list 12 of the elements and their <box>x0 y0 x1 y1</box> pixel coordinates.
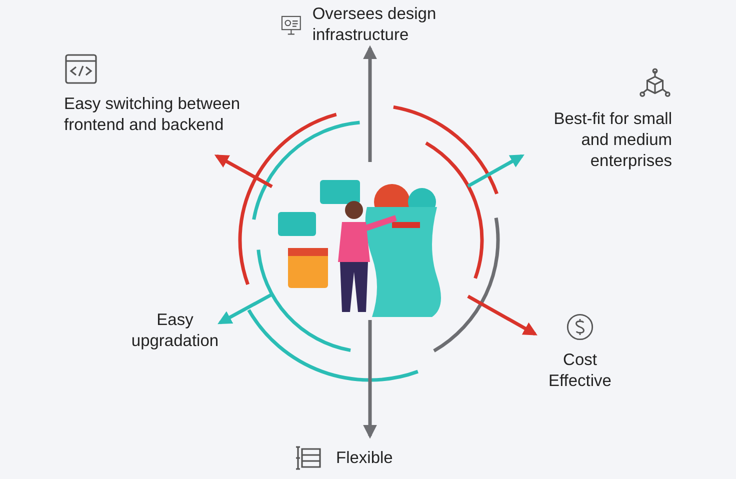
benefit-label: Easy switching between frontend and backend <box>64 94 242 136</box>
arrow <box>467 294 538 336</box>
benefit-label: Flexible <box>336 448 393 468</box>
arrow <box>363 45 377 162</box>
benefit-label: Best-fit for small and medium enterprises <box>552 109 672 172</box>
benefit-label: Oversees design infrastructure <box>312 4 438 46</box>
benefit-label: Easy upgradation <box>130 310 220 352</box>
benefit-label: Cost Effective <box>548 350 612 392</box>
arrow <box>214 154 273 188</box>
arrow <box>363 320 377 439</box>
arrow <box>218 292 273 324</box>
arrow <box>467 154 524 188</box>
